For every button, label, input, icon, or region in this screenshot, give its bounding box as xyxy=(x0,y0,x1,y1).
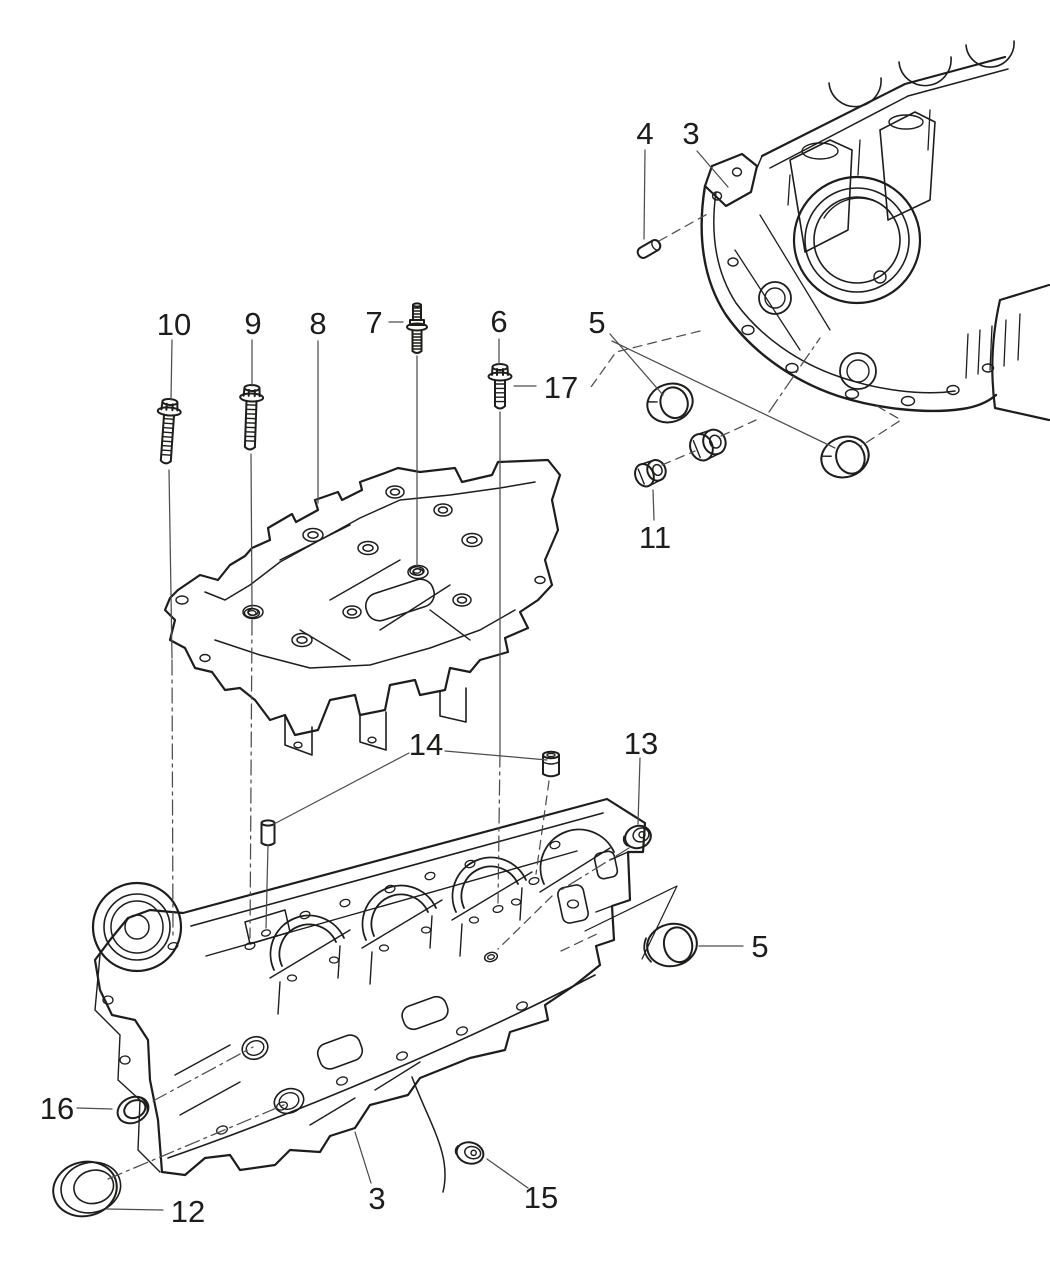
centerline-9 xyxy=(250,453,253,609)
leader-11 xyxy=(652,489,655,521)
front-seal-housing xyxy=(91,881,183,1173)
bushing-mid-icon xyxy=(689,428,727,462)
path-bearing-left xyxy=(590,330,701,388)
plug-13-icon xyxy=(622,824,652,850)
callout-6: 6 xyxy=(490,304,507,339)
dowel-pin-14a-icon xyxy=(260,819,276,847)
bolt-10-icon xyxy=(153,397,183,466)
engine-block-rear-view xyxy=(700,40,1050,422)
bolt-6-17-icon xyxy=(487,363,513,410)
callout-5-upper: 5 xyxy=(588,305,605,340)
callout-labels: 10 9 8 7 6 17 5 4 3 11 14 13 5 16 12 3 1… xyxy=(40,116,769,1229)
path-bearing-right xyxy=(860,405,902,447)
leader-5-upper-b xyxy=(611,340,836,449)
plug-15-icon xyxy=(454,1141,485,1165)
callout-4: 4 xyxy=(636,116,653,151)
funnel-5-right xyxy=(584,885,678,960)
path-12 xyxy=(107,1103,287,1180)
leader-10 xyxy=(170,339,173,401)
callout-5-right: 5 xyxy=(751,929,768,964)
bearing-ring-5c-icon xyxy=(643,922,698,968)
callout-10: 10 xyxy=(157,307,191,342)
main-bearing-saddles xyxy=(269,828,615,1015)
leader-16 xyxy=(76,1107,113,1110)
callout-13: 13 xyxy=(624,726,658,761)
hardware-parts xyxy=(52,239,870,1218)
callout-17: 17 xyxy=(544,370,578,405)
leader-13 xyxy=(637,757,641,825)
leader-15 xyxy=(486,1158,529,1189)
path-14a xyxy=(265,844,269,929)
axis-cam-bushings xyxy=(661,419,757,466)
bushing-14b-icon xyxy=(542,750,560,778)
cylinder-block xyxy=(91,797,647,1193)
path-16 xyxy=(152,1046,254,1102)
path-13-b xyxy=(497,895,553,950)
leader-3-upper xyxy=(696,150,729,188)
leader-4 xyxy=(643,149,646,240)
callout-15: 15 xyxy=(524,1180,558,1215)
leader-12 xyxy=(106,1208,164,1211)
leader-14-a xyxy=(273,752,410,825)
bushing-11-icon xyxy=(634,459,667,488)
callout-3-lower: 3 xyxy=(368,1181,385,1216)
bedplate xyxy=(163,458,562,756)
callout-11: 11 xyxy=(639,520,671,555)
path-13-a xyxy=(560,847,630,891)
callout-12: 12 xyxy=(171,1194,205,1229)
callout-3-upper: 3 xyxy=(682,116,699,151)
stud-7-icon xyxy=(406,302,428,354)
leader-5-upper-a xyxy=(609,333,664,396)
centerline-10 xyxy=(168,469,173,659)
bolt-9-icon xyxy=(237,383,265,451)
bearing-ring-5a-icon xyxy=(646,382,694,424)
callout-16: 16 xyxy=(40,1091,74,1126)
path-14b xyxy=(535,780,550,875)
callout-9: 9 xyxy=(244,306,261,341)
seal-plug-12-icon xyxy=(52,1160,122,1218)
leader-lines xyxy=(76,149,902,1211)
path-4 xyxy=(658,211,712,242)
core-plug-16-icon xyxy=(116,1095,150,1125)
bearing-ring-5b-icon xyxy=(820,435,870,479)
callout-8: 8 xyxy=(309,306,326,341)
leader-14-b xyxy=(444,750,548,761)
leader-3-lower xyxy=(354,1131,372,1184)
dowel-pin-4-icon xyxy=(636,239,662,259)
callout-14: 14 xyxy=(409,727,443,762)
callout-7: 7 xyxy=(365,305,382,340)
